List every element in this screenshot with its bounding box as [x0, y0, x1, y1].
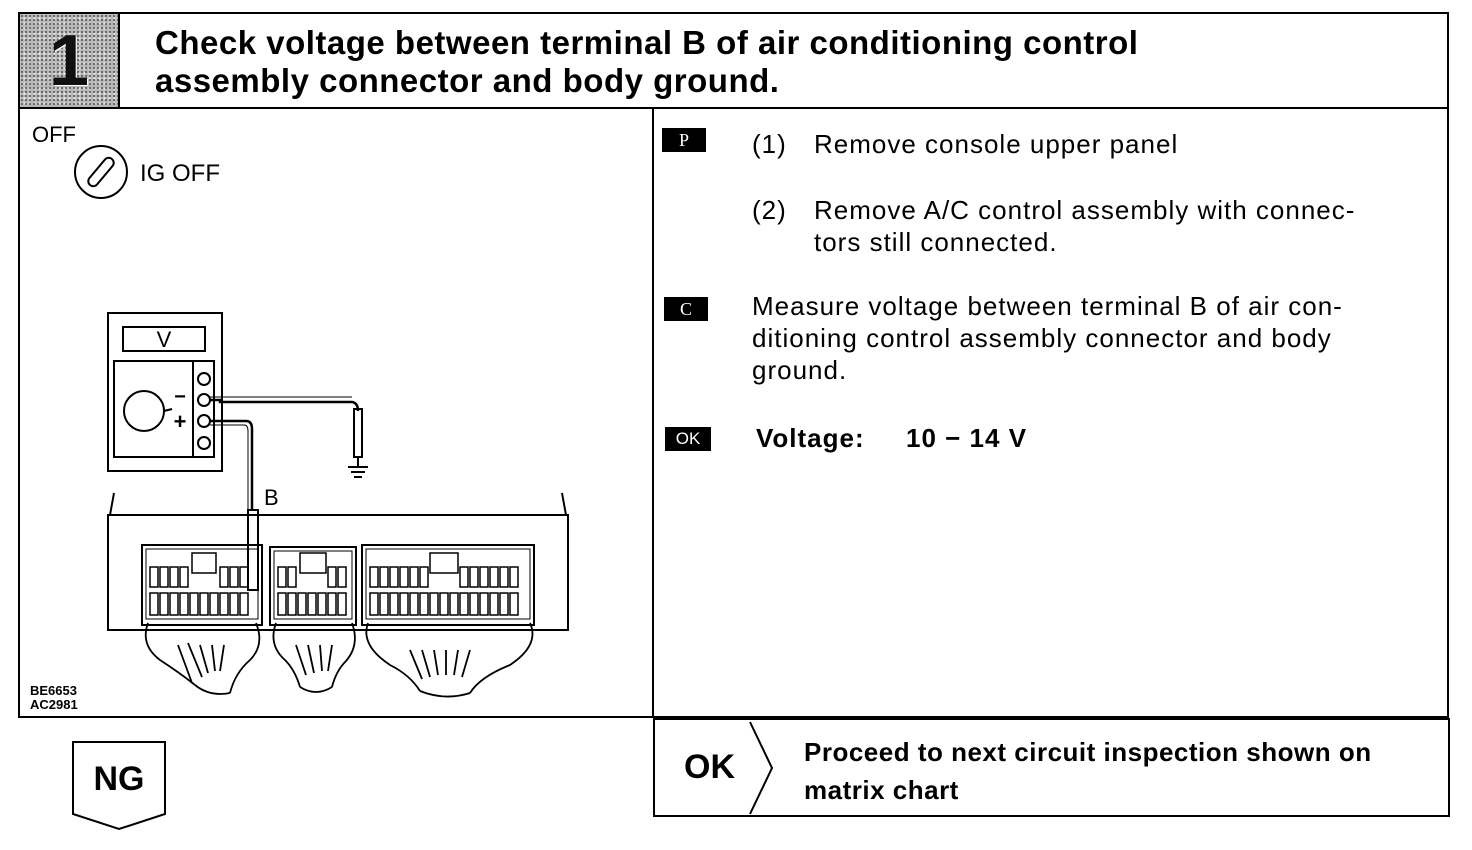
negative-terminal-label: −	[174, 386, 186, 408]
check-badge: C	[664, 297, 708, 321]
ok-badge: OK	[665, 427, 711, 451]
ignition-key-icon	[74, 145, 128, 199]
ok-action-line2: matrix chart	[804, 775, 959, 805]
ok-action-text: Proceed to next circuit inspection shown…	[804, 733, 1372, 809]
ground-symbol-icon	[348, 466, 368, 478]
step-title: Check voltage between terminal B of air …	[155, 24, 1355, 100]
prep-step2-line1: Remove A/C control assembly with connec-	[814, 195, 1356, 225]
wiring-diagram: V − + B	[107, 312, 569, 698]
meter-unit-label: V	[157, 327, 172, 352]
ng-result-tag	[72, 741, 166, 831]
step-title-line1: Check voltage between terminal B of air …	[155, 24, 1139, 61]
ok-result-box	[653, 718, 1450, 817]
switch-position-label: OFF	[32, 122, 76, 147]
figure-code-1: BE6653	[30, 683, 77, 698]
procedure-frame	[18, 12, 1449, 718]
header-divider	[18, 107, 1449, 109]
figure-codes: BE6653 AC2981	[30, 684, 78, 712]
ignition-off-label: IG OFF	[140, 160, 220, 187]
check-line1: Measure voltage between terminal B of ai…	[752, 291, 1343, 321]
prep-step2-number: (2)	[752, 195, 787, 225]
column-divider	[652, 107, 654, 718]
prep-step1-number: (1)	[752, 129, 787, 159]
voltmeter-icon	[107, 312, 223, 472]
ok-action-line1: Proceed to next circuit inspection shown…	[804, 737, 1372, 767]
check-line2: ditioning control assembly connector and…	[752, 323, 1332, 353]
prep-step2-line2: tors still connected.	[814, 227, 1058, 257]
spec-value: 10 − 14 V	[906, 423, 1028, 453]
ok-arrow-separator	[749, 721, 774, 815]
spec-label: Voltage:	[756, 423, 865, 453]
terminal-b-label: B	[264, 485, 279, 510]
figure-code-2: AC2981	[30, 697, 78, 712]
positive-terminal-label: +	[174, 409, 187, 434]
connector-icon	[107, 492, 569, 698]
step-number: 1	[48, 20, 90, 101]
ok-result-label: OK	[684, 748, 735, 786]
prep-badge: P	[662, 128, 706, 152]
check-line3: ground.	[752, 355, 848, 385]
ng-result-label: NG	[93, 760, 145, 798]
step-title-line2: assembly connector and body ground.	[155, 62, 780, 99]
step-number-box: 1	[20, 14, 120, 107]
prep-step1-text: Remove console upper panel	[814, 129, 1179, 159]
